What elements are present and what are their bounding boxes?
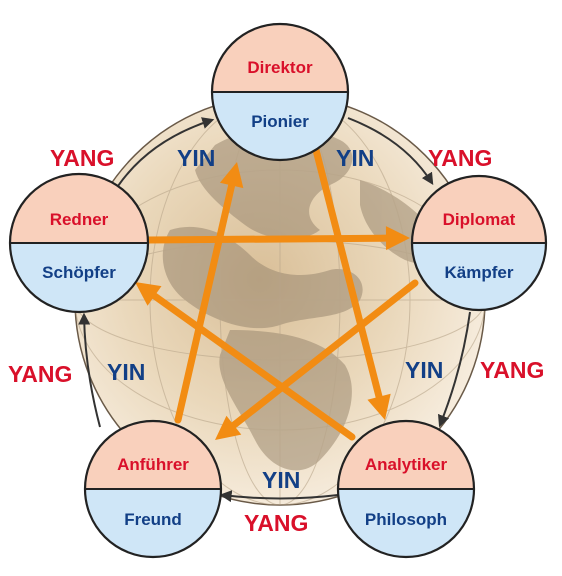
star-arrows	[135, 146, 419, 441]
node-bottom-left-upper-half	[85, 421, 221, 489]
yang-label: YANG	[428, 145, 492, 171]
cycle-arcs	[78, 117, 471, 503]
yin-label: YIN	[405, 357, 443, 383]
node-diplomat-kaempfer: Diplomat Kämpfer	[410, 174, 548, 312]
node-bottom-label: Pionier	[251, 112, 309, 131]
node-right-upper-half	[412, 176, 546, 243]
yang-label: YANG	[480, 357, 544, 383]
yang-label: YANG	[50, 145, 114, 171]
node-top-label: Redner	[50, 210, 109, 229]
nodes-layer: Direktor Pionier Diplomat Kämpfer Analyt…	[8, 22, 548, 559]
cycle-arc-top-to-right	[347, 117, 434, 186]
yang-label: YANG	[8, 361, 72, 387]
node-top-label: Direktor	[247, 58, 313, 77]
arrow-analytiker-to-schoepfer	[135, 282, 356, 441]
node-bottom-label: Schöpfer	[42, 263, 116, 282]
node-top-lower-half	[212, 92, 348, 160]
yin-label: YIN	[177, 145, 215, 171]
cycle-arc-right-to-bottom-right	[437, 311, 471, 428]
yin-label: YIN	[336, 145, 374, 171]
node-bottom-label: Philosoph	[365, 510, 447, 529]
node-top-upper-half	[212, 24, 348, 92]
node-top-label: Anführer	[117, 455, 189, 474]
arrow-pionier-to-analytiker	[312, 146, 391, 420]
node-top-label: Diplomat	[443, 210, 516, 229]
node-bottom-label: Freund	[124, 510, 182, 529]
cycle-arc-left-to-top	[117, 117, 215, 187]
cycle-arc-bottom-right-to-bottom-left	[219, 490, 339, 503]
arrow-kaempfer-to-anfuehrer	[215, 279, 419, 440]
arrow-anfuehrer-to-pionier	[174, 162, 244, 424]
yin-label: YIN	[262, 467, 300, 493]
node-anfuehrer-freund: Anführer Freund	[83, 419, 223, 559]
node-bottom-left-lower-half	[85, 489, 221, 557]
node-direktor-pionier: Direktor Pionier	[210, 22, 350, 162]
node-right-lower-half	[412, 243, 546, 310]
node-bottom-label: Kämpfer	[445, 263, 514, 282]
yin-yang-labels: YIN YANG YIN YANG YANG YIN YIN YANG YIN …	[8, 145, 544, 536]
node-left-lower-half	[10, 243, 148, 312]
arrow-redner-to-diplomat	[144, 226, 410, 251]
cycle-arc-bottom-left-to-left	[78, 312, 101, 428]
yang-label: YANG	[244, 510, 308, 536]
node-left-upper-half	[10, 174, 148, 243]
node-redner-schoepfer: Redner Schöpfer	[8, 172, 150, 314]
node-top-label: Analytiker	[365, 455, 448, 474]
node-bottom-right-lower-half	[338, 489, 474, 557]
yin-label: YIN	[107, 359, 145, 385]
node-bottom-right-upper-half	[338, 421, 474, 489]
node-analytiker-philosoph: Analytiker Philosoph	[336, 419, 476, 559]
